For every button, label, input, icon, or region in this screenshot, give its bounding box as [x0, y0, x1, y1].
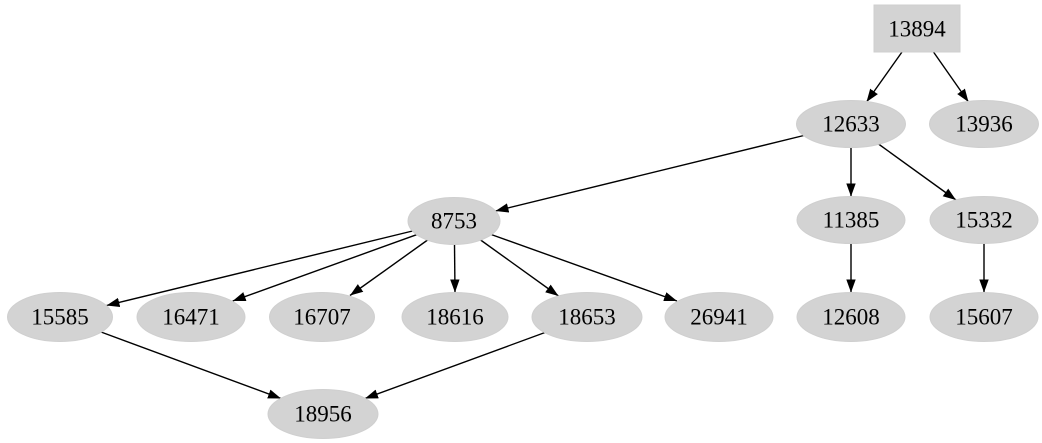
- edge-13894-12633: [865, 51, 903, 103]
- edge-8753-16707: [349, 239, 429, 297]
- node-13936-label: 13936: [955, 112, 1013, 137]
- edge-13894-13936: [932, 51, 970, 103]
- node-16471-label: 16471: [162, 305, 220, 330]
- edge-18653-18956: [364, 331, 546, 400]
- edge-8753-18616: [450, 244, 460, 293]
- node-15607-ellipse: [929, 292, 1039, 342]
- node-26941-ellipse: [664, 292, 774, 342]
- node-16471-ellipse: [136, 292, 246, 342]
- node-12608-ellipse: [796, 292, 906, 342]
- node-16471: 16471: [136, 292, 246, 342]
- edge-8753-15585: [106, 230, 413, 307]
- node-11385-ellipse: [796, 196, 906, 244]
- node-18653-ellipse: [531, 292, 643, 342]
- edge-layer: [100, 51, 989, 400]
- node-15607: 15607: [929, 292, 1039, 342]
- node-26941-label: 26941: [690, 305, 748, 330]
- node-12633-ellipse: [796, 100, 906, 148]
- node-8753: 8753: [407, 197, 501, 245]
- node-12633: 12633: [796, 100, 906, 148]
- edge-8753-16471: [232, 234, 417, 302]
- node-18956: 18956: [267, 389, 379, 439]
- node-18653: 18653: [531, 292, 643, 342]
- edge-12633-15332: [878, 143, 957, 201]
- node-18956-label: 18956: [294, 402, 352, 427]
- node-12608: 12608: [796, 292, 906, 342]
- node-15332-label: 15332: [955, 208, 1013, 233]
- node-13936-ellipse: [929, 100, 1039, 148]
- node-12633-label: 12633: [822, 112, 880, 137]
- node-11385-label: 11385: [823, 208, 880, 233]
- edge-15585-18956: [100, 331, 282, 400]
- node-16707: 16707: [269, 292, 375, 342]
- node-13894-box: [873, 4, 961, 53]
- node-18956-ellipse: [267, 389, 379, 439]
- node-16707-ellipse: [269, 292, 375, 342]
- node-8753-ellipse: [407, 197, 501, 245]
- edge-12633-8753: [495, 134, 804, 213]
- node-15332: 15332: [929, 196, 1039, 244]
- node-13936: 13936: [929, 100, 1039, 148]
- node-15585-label: 15585: [31, 305, 89, 330]
- node-15332-ellipse: [929, 196, 1039, 244]
- node-12608-label: 12608: [822, 305, 880, 330]
- node-18653-label: 18653: [558, 305, 616, 330]
- node-8753-label: 8753: [431, 209, 477, 234]
- edge-8753-18653: [480, 239, 559, 297]
- node-16707-label: 16707: [293, 305, 351, 330]
- edge-8753-26941: [491, 233, 678, 302]
- node-15607-label: 15607: [955, 305, 1013, 330]
- node-15585: 15585: [7, 292, 113, 342]
- node-11385: 11385: [796, 196, 906, 244]
- node-18616: 18616: [401, 292, 509, 342]
- node-13894-label: 13894: [888, 17, 946, 42]
- node-18616-label: 18616: [426, 305, 484, 330]
- node-26941: 26941: [664, 292, 774, 342]
- node-13894: 13894: [873, 4, 961, 53]
- node-18616-ellipse: [401, 292, 509, 342]
- node-15585-ellipse: [7, 292, 113, 342]
